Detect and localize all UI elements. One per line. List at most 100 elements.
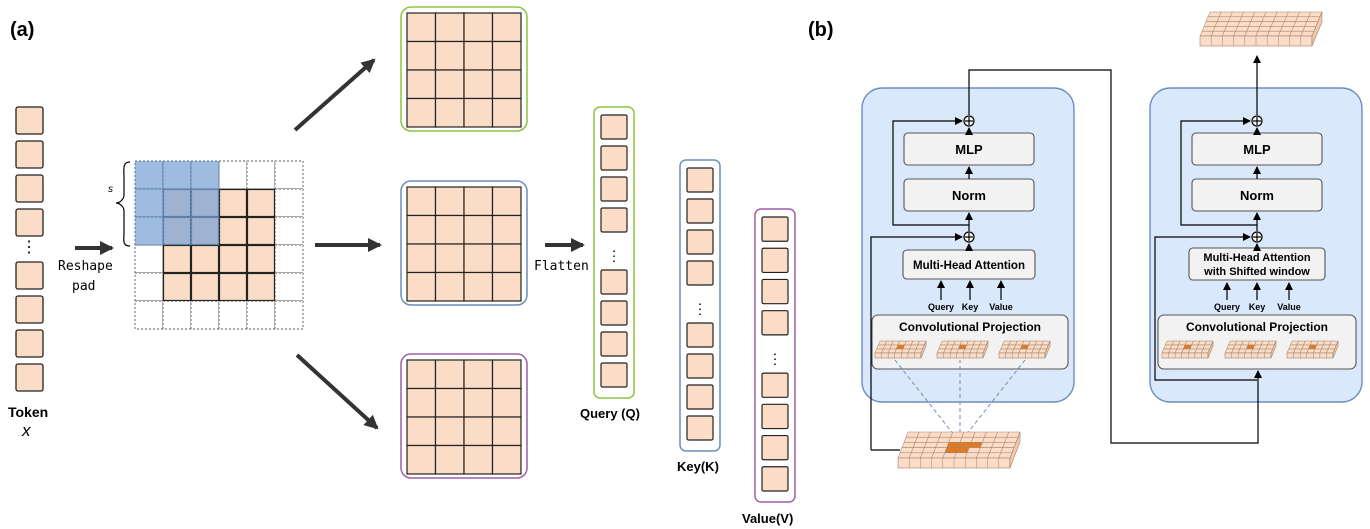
feature-map-cell bbox=[928, 431, 942, 438]
grid-cell bbox=[491, 271, 522, 302]
column-ellipsis: ⋮ bbox=[607, 248, 621, 264]
grid-token-cell bbox=[218, 244, 248, 274]
grid-token-cell bbox=[218, 272, 248, 302]
feature-map-cell bbox=[1226, 21, 1240, 27]
column-cell bbox=[686, 167, 714, 193]
left-value-projection-map bbox=[998, 340, 1051, 359]
pad-cell bbox=[218, 160, 248, 190]
grid-cell bbox=[491, 387, 522, 418]
feature-map-cell bbox=[966, 447, 981, 454]
feature-map-cell bbox=[912, 442, 927, 448]
left-key-projection-map bbox=[936, 340, 989, 359]
grid-cell bbox=[434, 12, 465, 43]
token-column: ⋮ bbox=[15, 106, 44, 392]
feature-map-front bbox=[998, 352, 1046, 359]
grid-cell bbox=[463, 387, 494, 418]
feature-map-cell bbox=[924, 442, 938, 448]
grid-cell bbox=[406, 214, 437, 245]
grid-cell bbox=[491, 12, 522, 43]
stride-label: s bbox=[108, 184, 113, 195]
feature-map-cell bbox=[1214, 21, 1229, 27]
left-add-top bbox=[963, 115, 975, 127]
grid-cell bbox=[406, 444, 437, 475]
pad-cell bbox=[134, 244, 164, 274]
feature-map-cell bbox=[939, 431, 954, 438]
column-cell bbox=[761, 466, 789, 492]
grid-cell bbox=[463, 444, 494, 475]
column-cell bbox=[761, 372, 789, 398]
feature-map-cell bbox=[901, 442, 916, 448]
feature-map-cell bbox=[897, 452, 912, 459]
right-block-connections bbox=[1154, 55, 1293, 381]
left-projection-label: Convolutional Projection bbox=[899, 320, 1041, 334]
grid-cell bbox=[406, 271, 437, 302]
feature-map-cell bbox=[984, 431, 998, 438]
column-cell bbox=[686, 353, 714, 379]
feature-map-cell bbox=[1201, 26, 1216, 32]
right-add-top bbox=[1251, 115, 1263, 127]
feature-map-cell bbox=[1297, 11, 1312, 18]
column-cell bbox=[761, 216, 789, 242]
padded-grid bbox=[134, 160, 304, 330]
feature-map-cell bbox=[1261, 16, 1276, 22]
right-value-input: Value bbox=[1277, 302, 1301, 312]
feature-map-cell bbox=[1230, 11, 1244, 18]
kernel-window-cell bbox=[190, 216, 220, 246]
token-cell bbox=[15, 208, 44, 237]
grid-cell bbox=[491, 416, 522, 447]
feature-map-cell bbox=[1266, 30, 1281, 37]
feature-map-cell bbox=[935, 442, 950, 448]
left-add-mid bbox=[963, 231, 975, 243]
right-key-input: Key bbox=[1249, 302, 1266, 312]
grid-cell bbox=[491, 444, 522, 475]
pad-cell bbox=[246, 300, 276, 330]
kernel-window-cell bbox=[190, 160, 220, 190]
key-column: ⋮ bbox=[679, 159, 721, 452]
feature-map-cell bbox=[1293, 21, 1308, 27]
left-value-input: Value bbox=[989, 302, 1013, 312]
grid-cell bbox=[434, 214, 465, 245]
value-grid bbox=[400, 353, 528, 479]
grid-cell bbox=[406, 12, 437, 43]
pad-cell bbox=[134, 272, 164, 302]
feature-map-cell bbox=[944, 447, 959, 454]
feature-map-cell bbox=[942, 452, 957, 459]
feature-map-cell bbox=[964, 452, 979, 459]
grid-cell bbox=[434, 97, 465, 128]
grid-token-cell bbox=[246, 216, 276, 246]
token-cell bbox=[15, 140, 44, 169]
flatten-label: Flatten bbox=[534, 259, 589, 274]
feature-map-cell bbox=[1282, 21, 1296, 27]
column-cell bbox=[600, 207, 628, 233]
grid-token-cell bbox=[218, 188, 248, 218]
column-cell bbox=[600, 145, 628, 171]
column-cell bbox=[761, 278, 789, 305]
feature-map-cell bbox=[991, 442, 1006, 448]
pad-cell bbox=[274, 244, 304, 274]
feature-map-cell bbox=[1284, 16, 1298, 22]
left-norm-label: Norm bbox=[952, 188, 986, 203]
left-key-input: Key bbox=[962, 302, 979, 312]
feature-map-cell bbox=[1291, 26, 1306, 32]
feature-map-cell bbox=[970, 436, 985, 443]
feature-map-front bbox=[936, 352, 984, 359]
feature-map-cell bbox=[908, 452, 923, 459]
left-query-input: Query bbox=[928, 302, 954, 312]
feature-map-side bbox=[1207, 340, 1214, 359]
left-query-projection-map bbox=[874, 340, 927, 359]
feature-map-cell bbox=[976, 452, 990, 459]
feature-map-cell bbox=[933, 447, 948, 454]
feature-map-cell bbox=[1244, 30, 1259, 37]
feature-map-cell bbox=[972, 431, 987, 438]
token-cell bbox=[15, 329, 44, 358]
pad-cell bbox=[190, 300, 220, 330]
kernel-window-cell bbox=[134, 216, 164, 246]
grid-token-cell bbox=[246, 188, 276, 218]
grid-cell bbox=[463, 214, 494, 245]
grid-cell bbox=[463, 40, 494, 71]
pad-cell bbox=[134, 300, 164, 330]
feature-map-cell bbox=[1237, 21, 1252, 27]
pad-cell bbox=[274, 160, 304, 190]
column-cell bbox=[600, 269, 628, 295]
kernel-window-cell bbox=[162, 160, 192, 190]
